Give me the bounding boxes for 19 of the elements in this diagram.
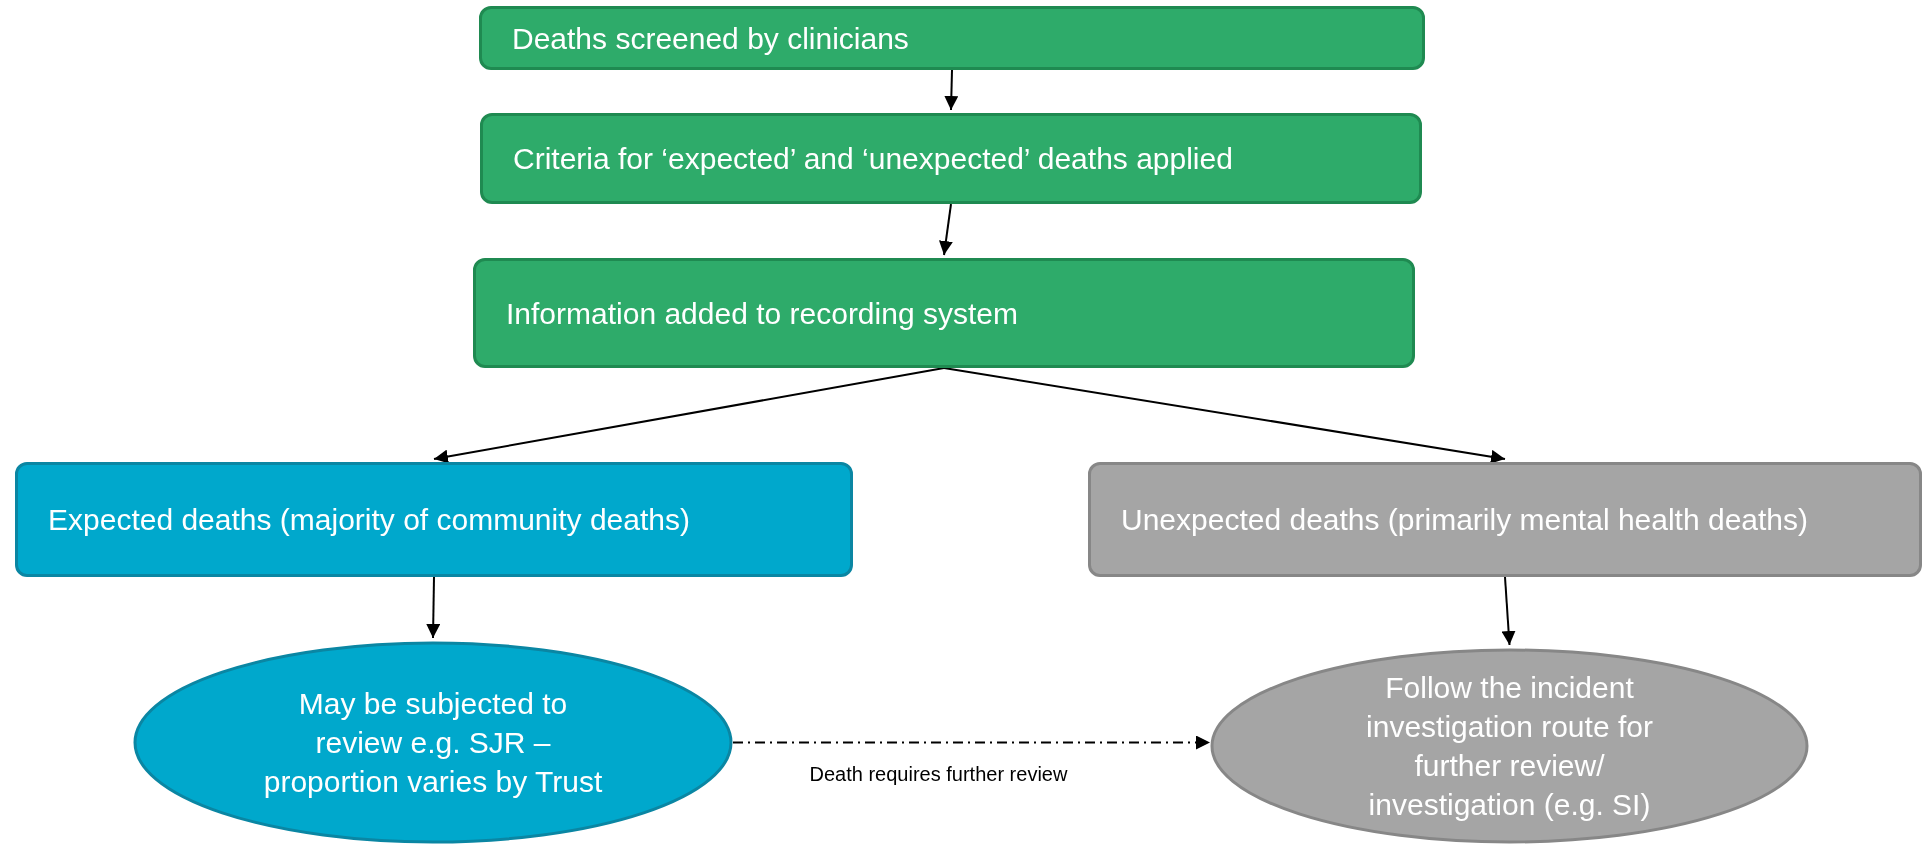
box-text: Deaths screened by clinicians [512,20,909,57]
process-box [1088,462,1922,577]
dash-dot-arrow [732,735,1211,750]
box-text: Criteria for ‘expected’ and ‘unexpected’ deaths applied [513,141,1233,177]
arrow [426,576,441,639]
ellipse-text: Follow the incident investigation route for further review/ investigation (e.g. SI) [1365,670,1654,823]
process-box [480,113,1422,204]
arrow [944,69,959,111]
arrow [1501,576,1516,646]
arrow [433,367,945,464]
ellipse-text: May be subjected to review e.g. SJR – proportion varies by Trust [263,686,603,800]
process-box [473,258,1415,368]
process-box [479,6,1425,70]
box-text: Unexpected deaths (primarily mental health deaths) [1121,502,1809,538]
box-text: Information added to recording system [506,295,1018,332]
arrow [943,367,1506,464]
box-text: Expected deaths (majority of community deaths) [48,502,690,538]
arrow [938,203,953,256]
process-box [15,462,853,577]
